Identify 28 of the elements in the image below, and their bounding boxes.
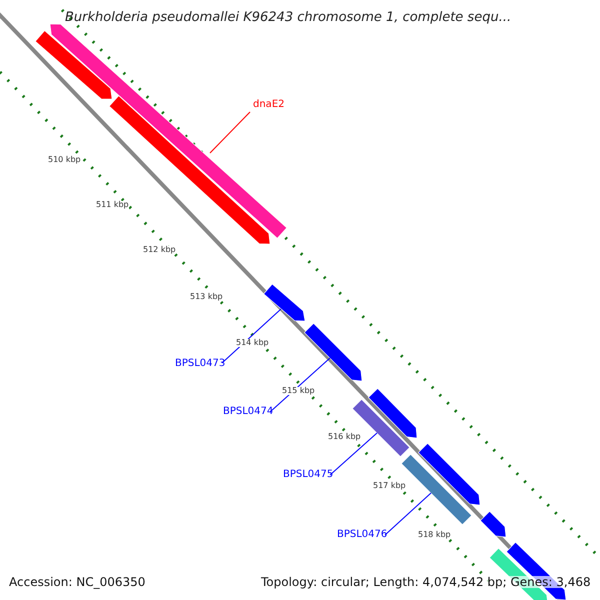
gene-feature-bar [50, 24, 288, 239]
gene-feature-bar [304, 322, 362, 382]
tick-label: 515 kbp [282, 387, 315, 395]
footer-text: Topology: circular; Length: 4,074,542 bp; Genes: 3,468 [261, 576, 591, 588]
gene-feature-bar [368, 388, 418, 438]
leader-line [270, 358, 330, 412]
gene-feature-bar [34, 30, 112, 100]
tick-label: 511 kbp [96, 201, 129, 209]
footer-text: Accession: NC_006350 [9, 576, 146, 588]
tick-label: 514 kbp [236, 339, 269, 347]
gene-label: BPSL0473 [175, 359, 226, 369]
gene-label: BPSL0474 [223, 407, 274, 417]
leader-line [210, 112, 250, 154]
leader-line [330, 432, 378, 476]
leader-line [384, 492, 432, 536]
tick-label: 512 kbp [143, 246, 176, 254]
gene-label: BPSL0476 [337, 530, 388, 540]
tick-label: 510 kbp [48, 156, 81, 164]
gene-label: dnaE2 [253, 100, 284, 110]
gene-feature-bar [263, 284, 306, 322]
gene-feature-bar [480, 510, 506, 538]
tick-label: 517 kbp [373, 482, 406, 490]
tick-label: 516 kbp [328, 433, 361, 441]
tick-label: 513 kbp [190, 293, 223, 301]
title: Burkholderia pseudomallei K96243 chromosome 1, complete sequ... [65, 11, 512, 24]
gene-label: BPSL0475 [283, 470, 334, 480]
gene-feature-bar [418, 442, 480, 506]
leader-line [222, 308, 282, 364]
